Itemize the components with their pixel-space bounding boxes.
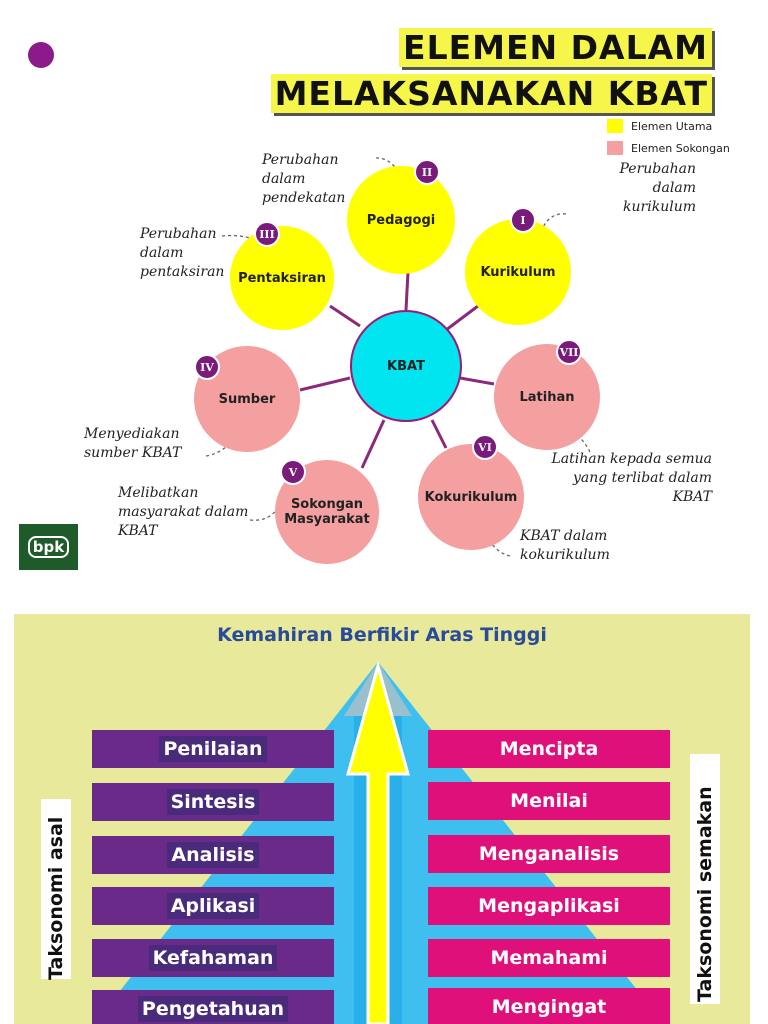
connector-sumber bbox=[299, 376, 351, 392]
note-sokongan: Melibatkan masyarakat dalam KBAT bbox=[118, 485, 249, 539]
level-menilai: Menilai bbox=[428, 782, 670, 820]
connector-latihan bbox=[459, 376, 495, 386]
right-taxonomy-label: Taksonomi semakan bbox=[694, 786, 716, 1002]
legend-label-utama: Elemen Utama bbox=[631, 119, 713, 133]
slide-title-line2: MELAKSANAKAN KBAT bbox=[270, 74, 712, 113]
legend-swatch-sokongan bbox=[607, 141, 623, 155]
level-sintesis: Sintesis bbox=[92, 783, 334, 821]
bullet-dot bbox=[28, 42, 54, 68]
slide-title-line1: ELEMEN DALAM bbox=[399, 28, 712, 67]
up-arrow bbox=[346, 660, 410, 1024]
note-kokurikulum: KBAT dalam kokurikulum bbox=[520, 528, 610, 563]
arrow-sokongan bbox=[249, 507, 279, 521]
level-menganalisis: Menganalisis bbox=[428, 835, 670, 873]
legend-label-sokongan: Elemen Sokongan bbox=[631, 141, 730, 155]
legend-item-utama: Elemen Utama bbox=[607, 119, 712, 133]
kbat-center-circle: KBAT bbox=[350, 310, 462, 422]
note-kurikulum: Perubahan dalam kurikulum bbox=[619, 161, 696, 215]
level-memahami: Memahami bbox=[428, 939, 670, 977]
connector-kurikulum bbox=[445, 304, 479, 332]
note-pentaksiran: Perubahan dalam pentaksiran bbox=[140, 226, 225, 280]
level-mencipta: Mencipta bbox=[428, 730, 670, 768]
circle-latihan: Latihan bbox=[494, 344, 600, 450]
numeral-badge-pedagogi: II bbox=[414, 159, 440, 185]
connector-sokongan bbox=[360, 419, 386, 469]
numeral-badge-latihan: VII bbox=[556, 339, 582, 365]
numeral-badge-sumber: IV bbox=[194, 354, 220, 380]
legend-swatch-utama bbox=[607, 119, 623, 133]
note-pedagogi: Perubahan dalam pendekatan bbox=[262, 152, 346, 206]
numeral-badge-kokurikulum: VI bbox=[472, 434, 498, 460]
level-aplikasi: Aplikasi bbox=[92, 887, 334, 925]
numeral-badge-kurikulum: I bbox=[510, 207, 536, 233]
circle-pentaksiran: Pentaksiran bbox=[230, 226, 334, 330]
connector-pentaksiran bbox=[329, 304, 361, 328]
numeral-badge-sokongan: V bbox=[280, 459, 306, 485]
taxonomy-slide: Kemahiran Berfikir Aras Tinggi Penilaian… bbox=[14, 614, 750, 1024]
note-latihan: Latihan kepada semua yang terlibat dalam… bbox=[551, 451, 712, 505]
connector-lines bbox=[205, 157, 591, 557]
taxonomy-title: Kemahiran Berfikir Aras Tinggi bbox=[217, 624, 547, 646]
level-mengingat: Mengingat bbox=[428, 988, 670, 1024]
pyramid-graphic bbox=[94, 660, 664, 1024]
circle-kokurikulum: Kokurikulum bbox=[418, 444, 524, 550]
circle-pedagogi: Pedagogi bbox=[347, 166, 455, 274]
level-pengetahuan: Pengetahuan bbox=[92, 990, 334, 1024]
level-analisis: Analisis bbox=[92, 836, 334, 874]
circle-kurikulum: Kurikulum bbox=[465, 219, 571, 325]
legend-item-sokongan: Elemen Sokongan bbox=[607, 141, 730, 155]
level-penilaian: Penilaian bbox=[92, 730, 334, 768]
bpk-logo: bpk bbox=[19, 524, 78, 570]
connector-pedagogi bbox=[404, 271, 410, 311]
left-label-background bbox=[41, 799, 71, 979]
elements-slide: ELEMEN DALAM MELAKSANAKAN KBAT Elemen Ut… bbox=[19, 28, 730, 570]
level-kefahaman: Kefahaman bbox=[92, 939, 334, 977]
level-mengaplikasi: Mengaplikasi bbox=[428, 887, 670, 925]
numeral-badge-pentaksiran: III bbox=[254, 221, 280, 247]
note-sumber: Menyediakan sumber KBAT bbox=[84, 426, 182, 461]
right-label-background bbox=[690, 754, 720, 1004]
left-taxonomy-label: Taksonomi asal bbox=[45, 816, 67, 980]
connector-kokurikulum bbox=[430, 419, 448, 449]
